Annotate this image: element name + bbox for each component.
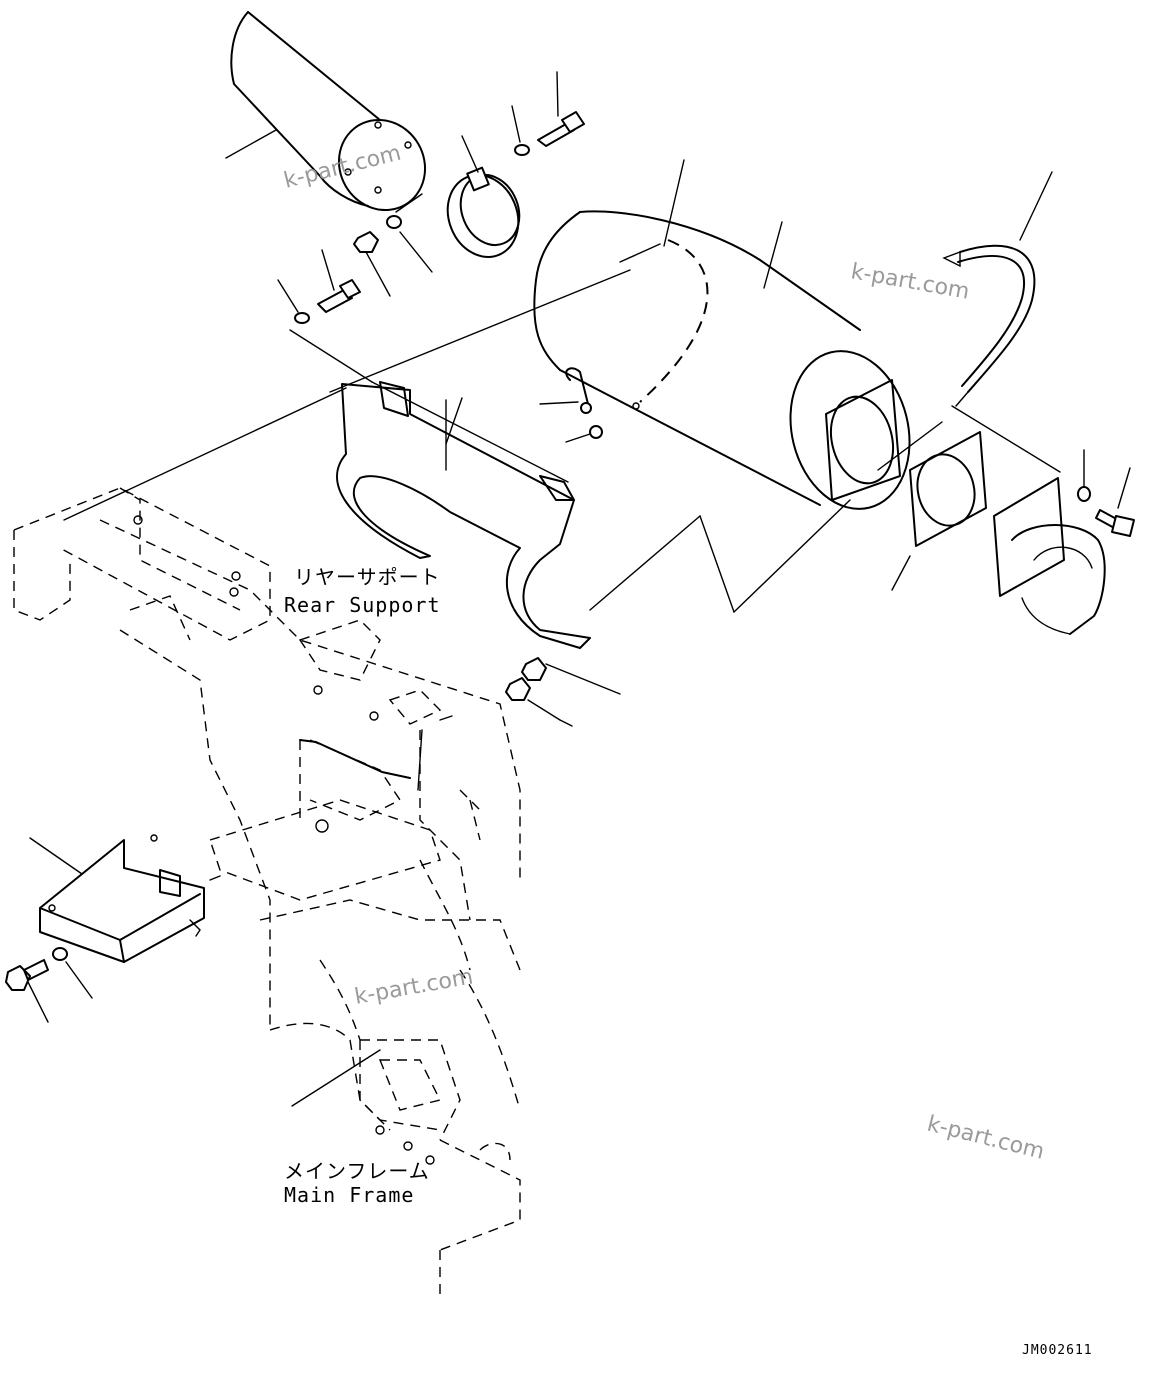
main-frame-label-en: Main Frame xyxy=(284,1183,414,1207)
main-frame xyxy=(13,487,521,1300)
rear-support-label: リヤーサポート Rear Support xyxy=(284,565,441,617)
pipe-clamp xyxy=(446,135,521,258)
tail-pipe xyxy=(225,11,427,212)
drawing-code: JM002611 xyxy=(1022,1343,1093,1358)
rear-support-bracket xyxy=(63,381,851,649)
watermark-1: k-part.com xyxy=(281,141,403,194)
clamp-fasteners xyxy=(277,71,585,383)
outlet-flange xyxy=(993,449,1135,635)
rear-support-label-en: Rear Support xyxy=(284,593,441,617)
main-frame-label: メインフレーム Main Frame xyxy=(284,1159,430,1207)
watermark-2: k-part.com xyxy=(849,259,971,304)
cover-bracket xyxy=(29,834,221,963)
support-nuts xyxy=(505,657,621,727)
watermark-4: k-part.com xyxy=(925,1112,1047,1165)
gasket xyxy=(877,421,987,591)
muffler xyxy=(329,159,911,510)
main-frame-label-jp: メインフレーム xyxy=(284,1159,430,1183)
muffler-strap xyxy=(942,171,1061,473)
cover-fasteners xyxy=(5,947,93,1023)
rear-support-label-jp: リヤーサポート xyxy=(294,565,441,589)
watermark-3: k-part.com xyxy=(353,964,475,1009)
